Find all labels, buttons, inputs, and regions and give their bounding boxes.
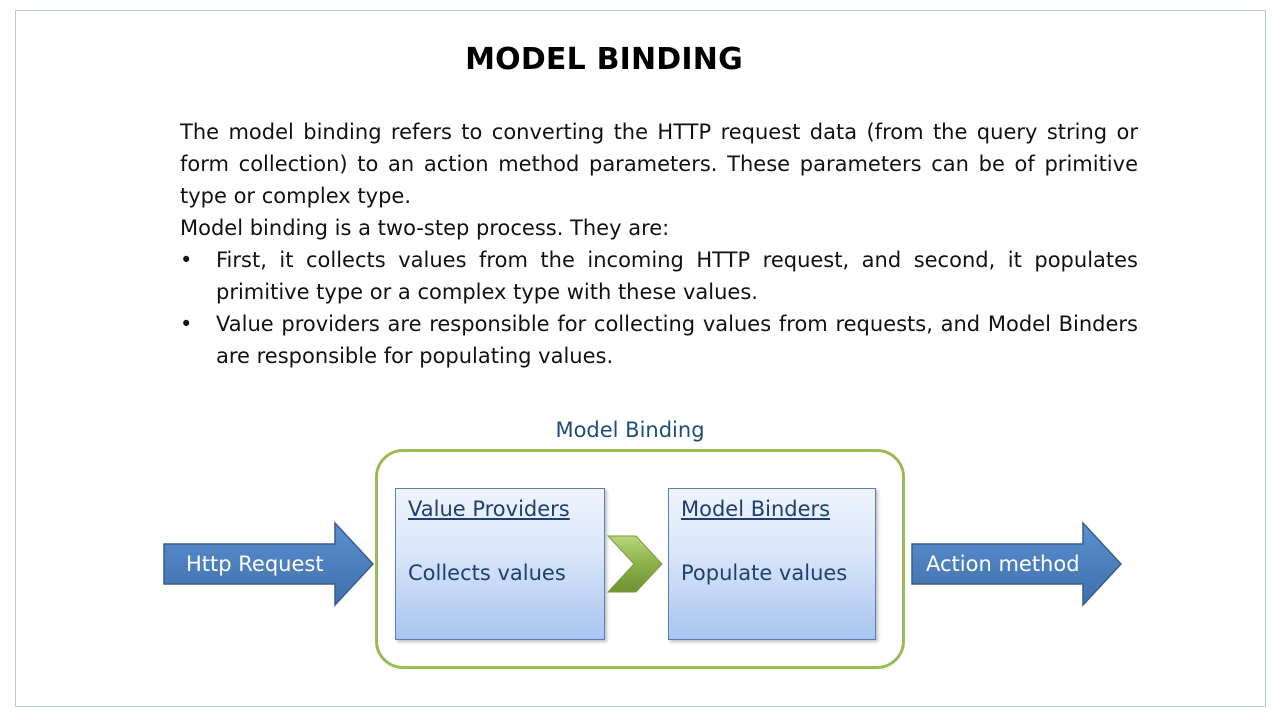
model-binders-title: Model Binders bbox=[681, 497, 831, 521]
bullet-icon: • bbox=[180, 248, 193, 272]
slide-body: The model binding refers to converting t… bbox=[180, 116, 1138, 372]
value-providers-box: Value Providers Collects values bbox=[395, 488, 605, 640]
output-arrow-label: Action method bbox=[926, 552, 1080, 576]
slide-frame bbox=[15, 10, 1266, 707]
bullet-item: • Value providers are responsible for co… bbox=[180, 308, 1138, 372]
chevron-right-icon bbox=[606, 535, 663, 593]
input-arrow-icon bbox=[163, 521, 375, 607]
bullet-text: Value providers are responsible for coll… bbox=[216, 312, 1138, 368]
slide-title: MODEL BINDING bbox=[465, 42, 743, 77]
process-paragraph: Model binding is a two-step process. The… bbox=[180, 216, 670, 240]
model-binders-description: Populate values bbox=[681, 561, 848, 585]
bullet-text: First, it collects values from the incom… bbox=[216, 248, 1138, 304]
value-providers-description: Collects values bbox=[408, 561, 566, 585]
bullet-icon: • bbox=[180, 312, 193, 336]
bullet-item: • First, it collects values from the inc… bbox=[180, 244, 1138, 308]
bullet-list: • First, it collects values from the inc… bbox=[180, 244, 1138, 372]
value-providers-title: Value Providers bbox=[408, 497, 570, 521]
intro-paragraph: The model binding refers to converting t… bbox=[180, 120, 1138, 208]
model-binders-box: Model Binders Populate values bbox=[668, 488, 876, 640]
output-arrow-icon bbox=[911, 521, 1123, 607]
diagram-caption: Model Binding bbox=[555, 418, 705, 442]
input-arrow-label: Http Request bbox=[186, 552, 324, 576]
